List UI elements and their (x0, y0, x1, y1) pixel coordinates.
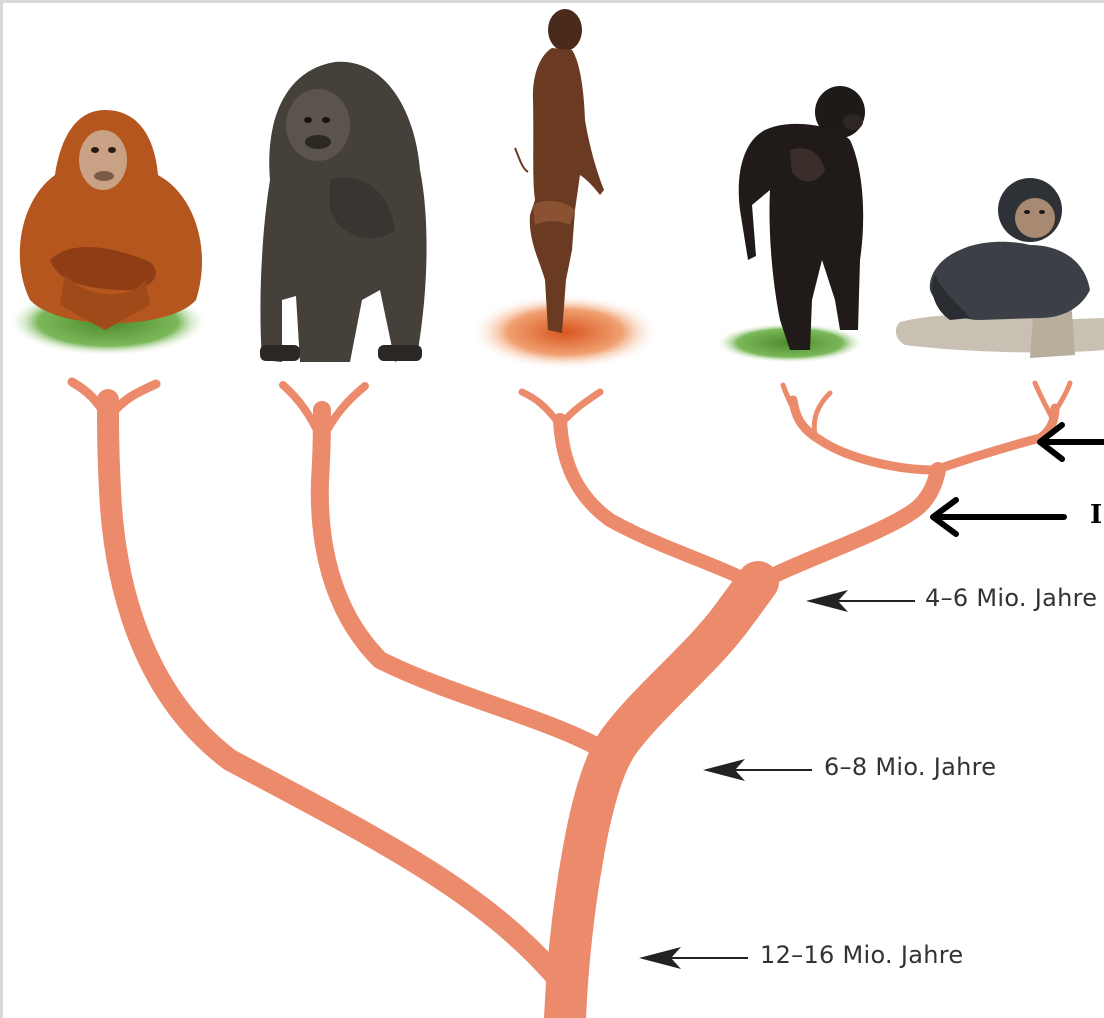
arrow-split-12-16 (639, 947, 748, 969)
branch-pan (755, 470, 938, 585)
tree-trunk-and-branches (72, 382, 1070, 1018)
twig-human-right (560, 392, 600, 425)
bold-arrow-lower (933, 500, 1064, 534)
arrow-split-4-6 (806, 590, 915, 612)
branch-chimp (935, 408, 1055, 470)
cut-off-letter-label: I (1090, 500, 1102, 530)
human-figure (470, 9, 660, 370)
twig-chimp-b (1052, 383, 1070, 418)
label-split-12-16: 12–16 Mio. Jahre (760, 941, 964, 969)
branch-human (560, 420, 755, 585)
chimpanzee-figure (896, 178, 1104, 358)
label-split-4-6: 4–6 Mio. Jahre (925, 584, 1097, 612)
label-split-6-8: 6–8 Mio. Jahre (824, 753, 996, 781)
branch-gorilla (320, 410, 620, 760)
orangutan-figure (8, 110, 208, 356)
arrow-split-6-8 (703, 759, 812, 781)
branch-orangutan (108, 400, 555, 975)
gorilla-figure (260, 62, 427, 362)
twig-human-left (522, 392, 560, 425)
twig-chimp-a (1035, 383, 1052, 418)
bonobo-figure (715, 86, 865, 363)
twig-bonobo-b (814, 393, 830, 435)
